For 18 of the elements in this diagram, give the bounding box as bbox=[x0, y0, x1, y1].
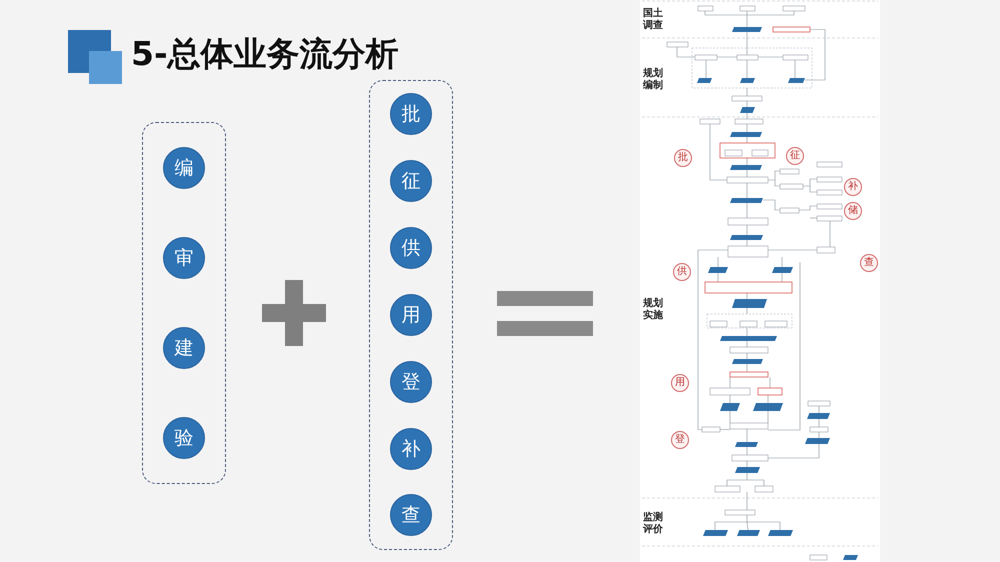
stage-circle: 供 bbox=[390, 227, 432, 270]
stage-circle: 补 bbox=[390, 428, 432, 470]
lane-label: 国土调查 bbox=[643, 8, 663, 31]
dashed-group-frame bbox=[142, 122, 226, 484]
stage-circle: 验 bbox=[163, 417, 205, 459]
stage-circle: 建 bbox=[163, 327, 205, 369]
stage-circle: 征 bbox=[390, 160, 432, 202]
stage-circle: 批 bbox=[390, 93, 432, 136]
stage-circle: 登 bbox=[390, 360, 432, 403]
stage-circle: 编 bbox=[163, 147, 205, 189]
stage-circle: 用 bbox=[390, 294, 432, 336]
stage-circle: 查 bbox=[390, 494, 432, 536]
slide-title: 5-总体业务流分析 bbox=[131, 33, 399, 75]
stage-circle: 审 bbox=[163, 237, 205, 279]
lane-label: 规划实施 bbox=[643, 298, 663, 321]
lane-label: 监测评价 bbox=[643, 512, 663, 535]
lane-label: 规划编制 bbox=[643, 68, 663, 91]
dashed-group-frame bbox=[369, 80, 453, 550]
